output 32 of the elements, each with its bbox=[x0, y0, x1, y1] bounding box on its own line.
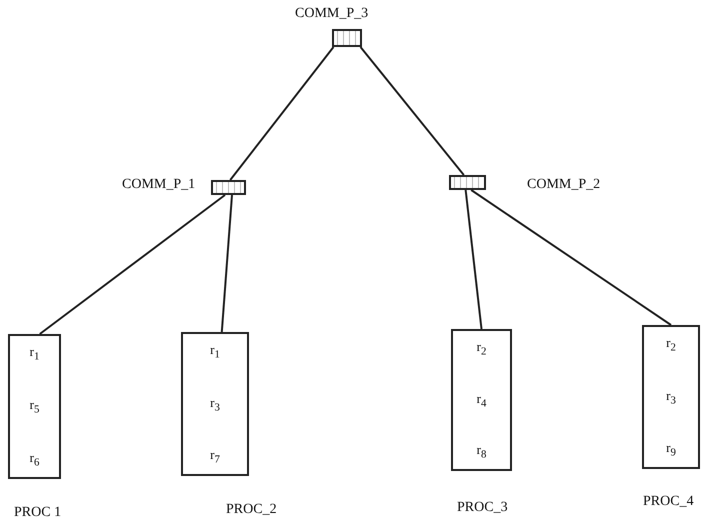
resource-label: r$_{1}$ bbox=[30, 344, 40, 365]
node-label: PROC_4 bbox=[643, 494, 694, 510]
hatched-box bbox=[332, 29, 362, 47]
resource-label: r$_{3}$ bbox=[666, 388, 676, 408]
connector-line bbox=[360, 46, 465, 176]
node-label: PROC 1 bbox=[14, 505, 62, 519]
resource-label: r$_{6}$ bbox=[30, 450, 40, 471]
resource-label: r$_{2}$ bbox=[666, 335, 676, 356]
hatched-box bbox=[449, 175, 486, 190]
connector-line bbox=[229, 46, 334, 181]
process-box bbox=[451, 329, 512, 471]
process-box bbox=[642, 325, 700, 469]
process-box bbox=[181, 332, 249, 476]
resource-label: r$_{8}$ bbox=[476, 442, 486, 463]
node-label: PROC_3 bbox=[457, 500, 508, 516]
hatched-box bbox=[211, 180, 246, 195]
resource-label: r$_{5}$ bbox=[30, 397, 40, 418]
resource-label: r$_{9}$ bbox=[666, 440, 676, 461]
process-box bbox=[8, 334, 61, 479]
connector-line bbox=[470, 189, 672, 326]
resource-label: r$_{4}$ bbox=[476, 390, 486, 412]
resource-label: r$_{2}$ bbox=[476, 339, 486, 360]
connector-line bbox=[464, 190, 482, 330]
resource-label: r$_{3}$ bbox=[210, 394, 220, 416]
connector-line bbox=[39, 194, 226, 335]
node-label: COMM_P_1 bbox=[122, 177, 196, 193]
resource-label: r$_{1}$ bbox=[210, 342, 220, 363]
resource-label: r$_{7}$ bbox=[210, 447, 220, 468]
node-label: COMM_P_3 bbox=[295, 6, 368, 22]
connector-line bbox=[220, 194, 233, 332]
node-label: PROC_2 bbox=[226, 502, 277, 518]
node-label: COMM_P_2 bbox=[527, 177, 600, 193]
